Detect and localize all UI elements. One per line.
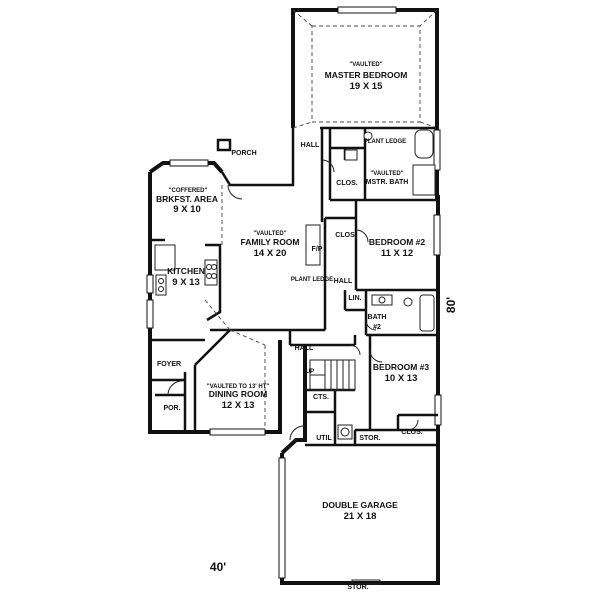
master-bedroom-label: MASTER BEDROOM <box>325 70 408 80</box>
bath2-number: #2 <box>373 324 381 331</box>
bedroom2-label: BEDROOM #2 <box>369 237 425 247</box>
breakfast-coffered-note: "COFFERED" <box>169 188 208 194</box>
master-vaulted-note: "VAULTED" <box>349 62 382 68</box>
breakfast-area-size: 9 X 10 <box>173 204 200 215</box>
room-labels: "VAULTED" MASTER BEDROOM 19 X 15 PLANT L… <box>156 62 429 591</box>
porch-label: PORCH <box>231 150 256 157</box>
porch-step <box>216 138 232 152</box>
fireplace-label: F/P <box>312 246 323 253</box>
family-room-label: FAMILY ROOM <box>240 237 299 247</box>
fixtures <box>154 129 436 440</box>
exterior-walls <box>148 8 440 585</box>
storage-mid-label: STOR. <box>359 435 380 442</box>
width-dimension: 40' <box>210 560 226 574</box>
depth-dimension: 80' <box>444 297 458 313</box>
windows <box>146 6 442 579</box>
bedroom3-size: 10 X 13 <box>385 373 418 384</box>
stairs-up-label: UP <box>306 369 314 375</box>
bath2-label: BATH <box>368 314 387 321</box>
kitchen-size: 9 X 13 <box>172 277 199 288</box>
family-vaulted-note: "VAULTED" <box>253 231 286 237</box>
linen-label: LIN. <box>348 295 361 302</box>
beam-lines <box>204 185 266 430</box>
bath-vaulted-note: "VAULTED" <box>370 171 403 177</box>
garage-storage-label: STOR. <box>347 584 368 591</box>
dining-vaulted-note: "VAULTED TO 13' HT" <box>207 384 270 390</box>
dining-room-label: DINING ROOM <box>209 389 268 399</box>
bed3-closet-label: CLOS. <box>401 429 422 436</box>
porch-entry-label: POR. <box>163 405 180 412</box>
master-vaulted-ceiling <box>292 9 438 129</box>
bedroom3-label: BEDROOM #3 <box>373 362 429 372</box>
plant-ledge-lower-label: PLANT LEDGE <box>291 277 333 283</box>
bed2-closet-label: CLOS. <box>335 232 356 239</box>
hall-upper-label: HALL <box>301 142 320 149</box>
family-room-size: 14 X 20 <box>254 248 287 259</box>
plant-ledge-upper-text: PLANT LEDGE <box>364 139 406 145</box>
hall-lower-label: HALL <box>295 345 314 352</box>
foyer-label: FOYER <box>157 361 181 368</box>
hall-mid-label: HALL <box>334 278 353 285</box>
master-closet-label: CLOS. <box>336 180 357 187</box>
dining-room-size: 12 X 13 <box>222 400 255 411</box>
doors <box>167 159 419 585</box>
closets-label: CTS. <box>313 394 329 401</box>
kitchen-label: KITCHEN <box>167 266 205 276</box>
stairs <box>309 359 356 391</box>
bedroom2-size: 11 X 12 <box>381 248 413 259</box>
garage-size: 21 X 18 <box>344 511 377 522</box>
master-bedroom-size: 19 X 15 <box>350 81 383 92</box>
garage-label: DOUBLE GARAGE <box>322 500 398 510</box>
plant-ledge-upper-label: PLANT LEDGE <box>364 139 406 145</box>
utility-label: UTIL <box>316 435 332 442</box>
breakfast-area-label: BRKFST. AREA <box>156 194 218 204</box>
master-bath-label: MSTR. BATH <box>366 179 409 186</box>
